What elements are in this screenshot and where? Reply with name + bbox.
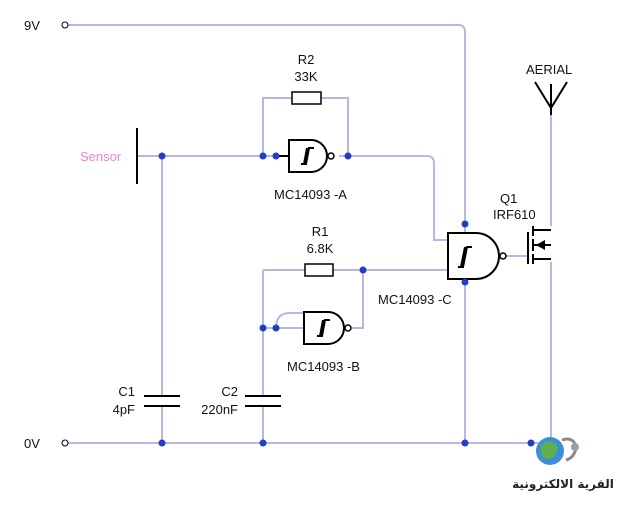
- ground-terminal: [61, 439, 69, 447]
- gate-a-output-wire: [339, 155, 448, 241]
- watermark-text: القرية الالكترونية: [512, 477, 614, 492]
- r1-value-label: 6.8K: [307, 241, 334, 256]
- supply-label: 9V: [24, 18, 40, 33]
- c1-ref-label: C1: [118, 384, 135, 399]
- r1-ref-label: R1: [312, 224, 329, 239]
- gate-b-output-wire: [352, 270, 364, 329]
- r2-ref-label: R2: [298, 52, 315, 67]
- r2-feedback-wire: [262, 97, 349, 156]
- aerial-label: AERIAL: [526, 62, 572, 77]
- supply-terminal: [61, 21, 69, 29]
- gate-b-symbol: [303, 311, 352, 345]
- junction-dots: [158, 152, 535, 447]
- gate-a-label: MC14093 -A: [274, 187, 347, 202]
- c1-value-label: 4pF: [113, 402, 135, 417]
- r2-value-label: 33K: [294, 69, 317, 84]
- aerial-symbol: [534, 81, 568, 115]
- c2-value-label: 220nF: [201, 402, 238, 417]
- gate-a-symbol: [276, 139, 335, 173]
- c2-symbol: [245, 395, 281, 407]
- r1-body: [304, 263, 334, 277]
- gate-c-symbol: [447, 232, 507, 280]
- mosfet-q1-symbol: [527, 226, 551, 264]
- gate-b-label: MC14093 -B: [287, 359, 360, 374]
- r2-body: [291, 91, 322, 105]
- q1-ref-label: Q1: [500, 191, 517, 206]
- q1-part-label: IRF610: [493, 207, 536, 222]
- gate-b-input-loop: [275, 312, 304, 329]
- c1-symbol: [144, 395, 180, 407]
- sensor-label: Sensor: [80, 149, 122, 164]
- c2-ref-label: C2: [221, 384, 238, 399]
- ground-label: 0V: [24, 436, 40, 451]
- supply-rail-wire: [68, 24, 466, 224]
- globe-logo-icon: [536, 437, 579, 465]
- gate-b-input-wire: [262, 270, 304, 329]
- gate-c-label: MC14093 -C: [378, 292, 452, 307]
